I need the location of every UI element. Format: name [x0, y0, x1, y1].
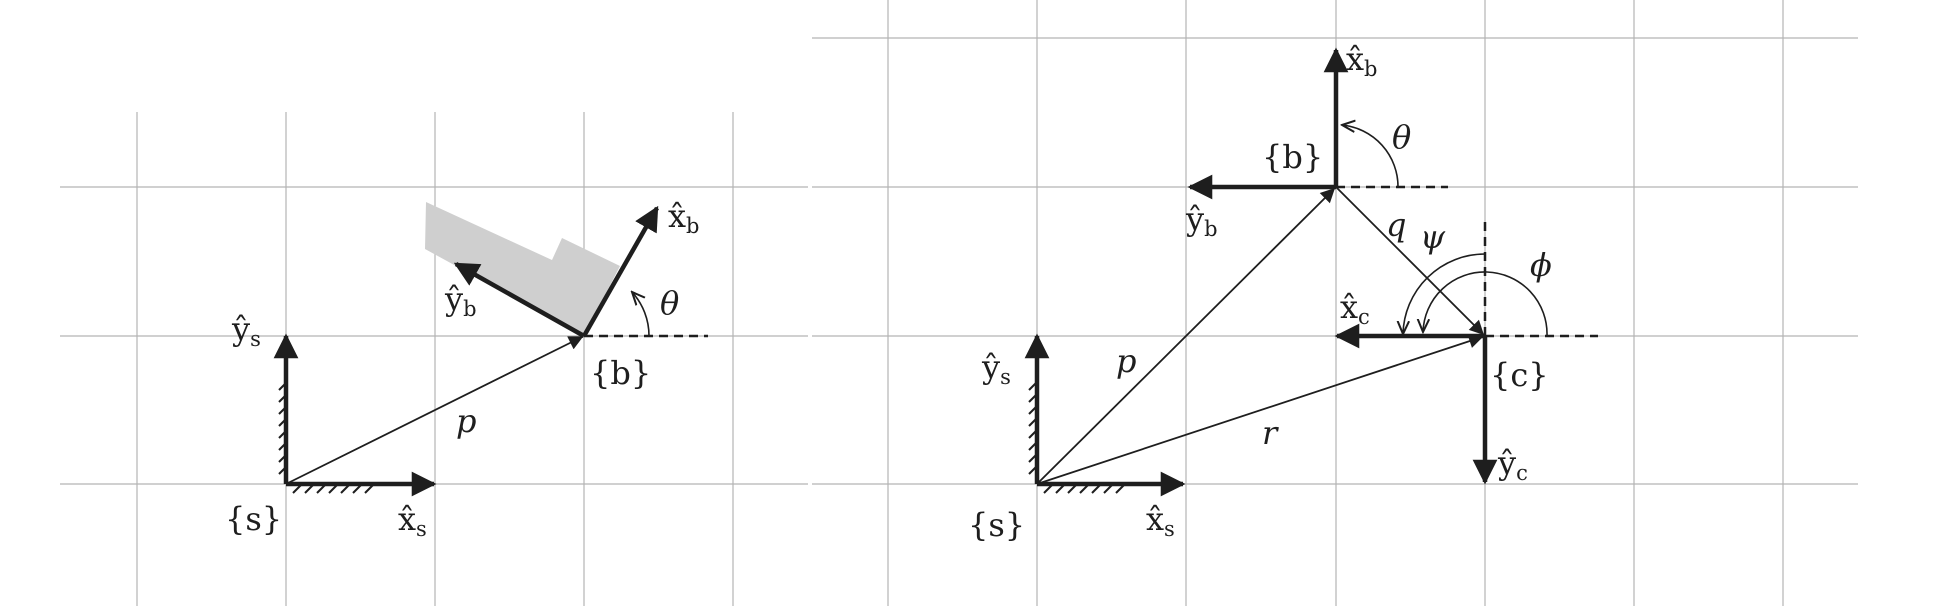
left-b-x-axis-label: x̂b	[668, 197, 700, 238]
right-vector-p-label: p	[1116, 342, 1136, 380]
right-grid	[812, 0, 1858, 606]
right-vector-q-label: q	[1386, 206, 1406, 244]
right-psi-angle-arc	[1403, 253, 1486, 334]
right-b-x-axis-label: x̂b	[1346, 40, 1378, 81]
left-theta-angle-arc	[632, 292, 650, 337]
right-c-x-axis-label: x̂c	[1340, 288, 1370, 329]
right-b-y-axis-label: ŷb	[1185, 200, 1218, 241]
left-vector-p-arrow	[285, 336, 584, 485]
right-phi-angle-arc	[1423, 271, 1548, 337]
right-c-frame-label: {c}	[1490, 356, 1549, 394]
right-vector-r-arrow	[1036, 334, 1484, 485]
right-psi-label: ψ	[1420, 218, 1446, 256]
right-s-frame-label: {s}	[968, 506, 1025, 544]
right-vector-q-arrow	[1335, 186, 1485, 336]
left-grid	[60, 112, 808, 606]
left-s-y-axis-label: ŷs	[231, 310, 261, 351]
left-panel: {s} x̂s ŷs p {b} x̂b ŷb θ	[60, 112, 808, 606]
right-vector-p-arrow	[1036, 187, 1336, 485]
ground-hatch-left	[278, 381, 374, 494]
left-b-y-axis-label: ŷb	[444, 280, 477, 321]
left-b-y-axis-arrow	[453, 262, 586, 338]
right-s-y-axis-label: ŷs	[981, 348, 1011, 389]
right-s-x-axis-label: x̂s	[1146, 500, 1175, 541]
left-vector-p-label: p	[456, 402, 476, 440]
right-panel: {s} x̂s ŷs p r q {b} x̂b ŷb θ ψ ϕ {c} x̂…	[812, 0, 1858, 606]
right-b-frame-label: {b}	[1262, 138, 1323, 176]
right-phi-label: ϕ	[1530, 246, 1552, 284]
right-theta-label: θ	[1392, 118, 1411, 156]
rigid-body-shape	[425, 202, 620, 336]
right-vector-r-label: r	[1262, 414, 1279, 452]
left-b-frame-label: {b}	[590, 354, 651, 392]
ground-hatch-right	[1028, 381, 1125, 494]
left-theta-label: θ	[660, 284, 679, 322]
left-b-x-axis-arrow	[582, 205, 659, 338]
right-c-y-axis-label: ŷc	[1497, 444, 1528, 485]
left-s-x-axis-label: x̂s	[398, 500, 427, 541]
left-s-frame-label: {s}	[225, 500, 282, 538]
right-theta-angle-arc	[1342, 125, 1399, 188]
